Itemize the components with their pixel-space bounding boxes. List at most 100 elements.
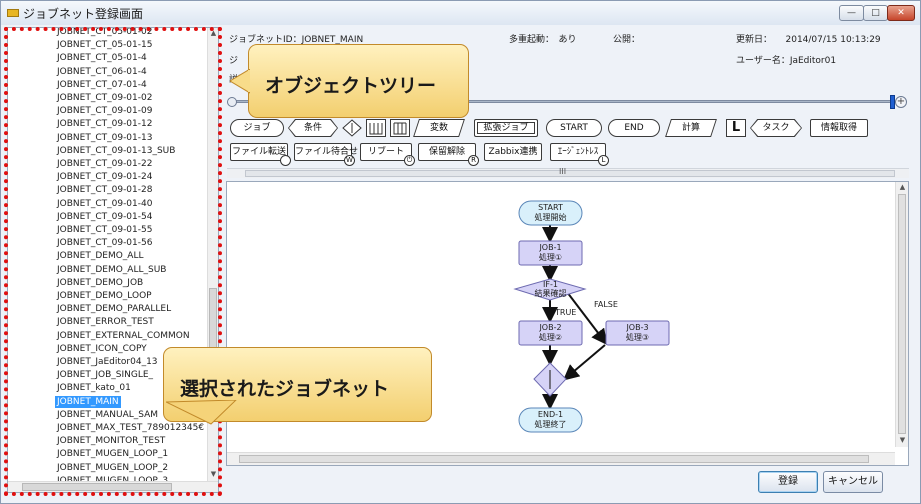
tree-item[interactable]: JOBNET_EXTERNAL_COMMON: [57, 330, 190, 341]
tree-item[interactable]: JOBNET_CT_09-01-54: [57, 211, 153, 222]
maximize-button[interactable]: □: [863, 5, 888, 21]
branch-icon-button[interactable]: [342, 119, 362, 137]
job3-node-desc: 処理③: [625, 333, 650, 342]
variable-icon-button[interactable]: 変数: [413, 119, 465, 137]
tree-item[interactable]: JOBNET_CT_09-01-13_SUB: [57, 145, 176, 156]
canvas-horizontal-scrollbar[interactable]: [227, 452, 895, 465]
zoom-slider[interactable]: +: [227, 95, 907, 109]
tree-item[interactable]: JOBNET_ICON_COPY: [57, 343, 147, 354]
calculation-icon-label: 計算: [681, 123, 700, 133]
flow-canvas[interactable]: START 処理開始 JOB-1 処理① IF-1 結果確認 JOB-2 処理②…: [226, 181, 909, 466]
canvas-vertical-scrollbar[interactable]: ▲ ▼: [895, 182, 908, 447]
zoom-in-icon[interactable]: +: [895, 96, 907, 108]
tree-item[interactable]: JOBNET_DEMO_LOOP: [57, 291, 152, 301]
hold-release-label: 保留解除: [428, 147, 465, 157]
tree-item[interactable]: JOBNET_CT_05-01-02: [57, 27, 153, 37]
tree-item[interactable]: JOBNET_DEMO_ALL_SUB: [57, 264, 167, 275]
toolbar-scroll-thumb[interactable]: [245, 170, 895, 177]
tree-item[interactable]: JOBNET_CT_05-01-4: [57, 53, 147, 64]
tree-item[interactable]: JOBNET_MUGEN_LOOP_3: [57, 475, 168, 487]
scroll-up-icon[interactable]: ▲: [210, 29, 217, 37]
end-node-desc: 処理終了: [534, 420, 567, 429]
tree-hscroll-thumb[interactable]: [22, 483, 172, 491]
canvas-scroll-down-icon[interactable]: ▼: [899, 436, 906, 444]
condition-icon-button[interactable]: 条件: [288, 119, 338, 137]
tree-item[interactable]: JOBNET_JaEditor04_13: [57, 357, 158, 367]
zoom-out-icon[interactable]: [227, 97, 237, 107]
reboot-power-icon: ⏻: [404, 155, 415, 166]
tree-item[interactable]: JOBNET_CT_09-01-13: [57, 132, 153, 143]
tree-item[interactable]: JOBNET_CT_06-01-4: [57, 66, 147, 77]
minimize-button[interactable]: —: [839, 5, 864, 21]
job1-node[interactable]: [518, 240, 583, 266]
reboot-icon-button[interactable]: リブート⏻: [360, 143, 415, 166]
zabbix-icon-button[interactable]: Zabbix連携: [484, 143, 542, 161]
parallel-end-icon: [393, 122, 407, 135]
tree-item[interactable]: JOBNET_CT_09-01-24: [57, 172, 153, 183]
task-icon-button[interactable]: タスク: [750, 119, 802, 137]
window-title: ジョブネット登録画面: [23, 7, 144, 21]
tree-item[interactable]: JOBNET_CT_09-01-28: [57, 185, 153, 196]
canvas-vscroll-thumb[interactable]: [898, 194, 906, 434]
start-icon-button[interactable]: START: [546, 119, 602, 137]
tree-item[interactable]: JOBNET_CT_09-01-22: [57, 159, 153, 169]
start-node[interactable]: [518, 200, 583, 226]
job-icon-button[interactable]: ジョブ: [230, 119, 284, 137]
tree-item[interactable]: JOBNET_MUGEN_LOOP_2: [57, 462, 169, 473]
updated-date-label: 更新日： 2014/07/15 10:13:29: [736, 35, 881, 45]
job2-node-desc: 処理②: [538, 333, 563, 342]
task-icon-label: タスク: [751, 120, 801, 136]
tree-item[interactable]: JOBNET_MUGEN_LOOP_1: [57, 449, 169, 460]
tree-item[interactable]: JOBNET_CT_09-01-12: [57, 119, 153, 130]
tree-item[interactable]: JOBNET_CT_09-01-55: [57, 225, 153, 235]
close-button[interactable]: ✕: [887, 5, 915, 21]
tree-item[interactable]: JOBNET_CT_09-01-09: [57, 106, 153, 117]
hold-release-badge-icon: R: [468, 155, 479, 166]
tree-item[interactable]: JOBNET_CT_09-01-02: [57, 93, 153, 103]
start-node-title: START: [538, 203, 563, 212]
zoom-slider-handle[interactable]: [890, 95, 895, 109]
tree-item[interactable]: JOBNET_JOB_SINGLE_: [57, 370, 154, 381]
cancel-button[interactable]: キャンセル: [823, 471, 883, 493]
toolbar-horizontal-scrollbar[interactable]: III: [227, 167, 909, 178]
tree-item[interactable]: JOBNET_CT_05-01-15: [57, 40, 153, 51]
info-acquire-icon-button[interactable]: 情報取得: [810, 119, 868, 137]
job1-node-title: JOB-1: [539, 243, 562, 252]
tree-item[interactable]: JOBNET_MONITOR_TEST: [57, 436, 166, 447]
canvas-scroll-up-icon[interactable]: ▲: [899, 183, 906, 191]
file-wait-badge-icon: W: [344, 155, 355, 166]
branch-diamond-icon: [342, 119, 362, 137]
calculation-icon-button[interactable]: 計算: [665, 119, 717, 137]
tree-item[interactable]: JOBNET_kato_01: [57, 383, 131, 394]
tree-item[interactable]: JOBNET_MANUAL_SAM: [57, 409, 159, 420]
tree-item[interactable]: JOBNET_DEMO_PARALLEL: [57, 304, 172, 315]
tree-item[interactable]: JOBNET_MAX_TEST_789012345€: [57, 423, 205, 433]
file-transfer-icon-button[interactable]: ファイル転送: [230, 143, 291, 166]
end-icon-button[interactable]: END: [608, 119, 660, 137]
loop-icon-button[interactable]: L: [726, 119, 746, 137]
canvas-hscroll-thumb[interactable]: [239, 455, 869, 463]
extended-job-icon-button[interactable]: 拡張ジョブ: [474, 119, 538, 137]
parallel-start-icon-button[interactable]: [366, 119, 386, 137]
tree-item[interactable]: JOBNET_CT_09-01-56: [57, 238, 153, 249]
job2-node[interactable]: [518, 320, 583, 346]
scroll-down-icon[interactable]: ▼: [210, 470, 217, 478]
job3-node[interactable]: [605, 320, 670, 346]
tree-horizontal-scrollbar[interactable]: [8, 481, 218, 492]
tree-item-selected[interactable]: JOBNET_MAIN: [55, 395, 121, 408]
tree-item[interactable]: JOBNET_DEMO_ALL: [57, 251, 144, 262]
tree-item[interactable]: JOBNET_CT_07-01-4: [57, 79, 147, 90]
tree-item[interactable]: JOBNET_ERROR_TEST: [57, 317, 154, 328]
if1-node[interactable]: [513, 278, 587, 301]
parallel-end-icon-button[interactable]: [390, 119, 410, 137]
tree-item[interactable]: JOBNET_DEMO_JOB: [57, 277, 144, 288]
job2-node-title: JOB-2: [539, 323, 562, 332]
register-button[interactable]: 登録: [758, 471, 818, 493]
end-node[interactable]: [518, 407, 583, 433]
callout-pointer-icon: [230, 69, 250, 94]
tree-item[interactable]: JOBNET_CT_09-01-40: [57, 198, 153, 209]
